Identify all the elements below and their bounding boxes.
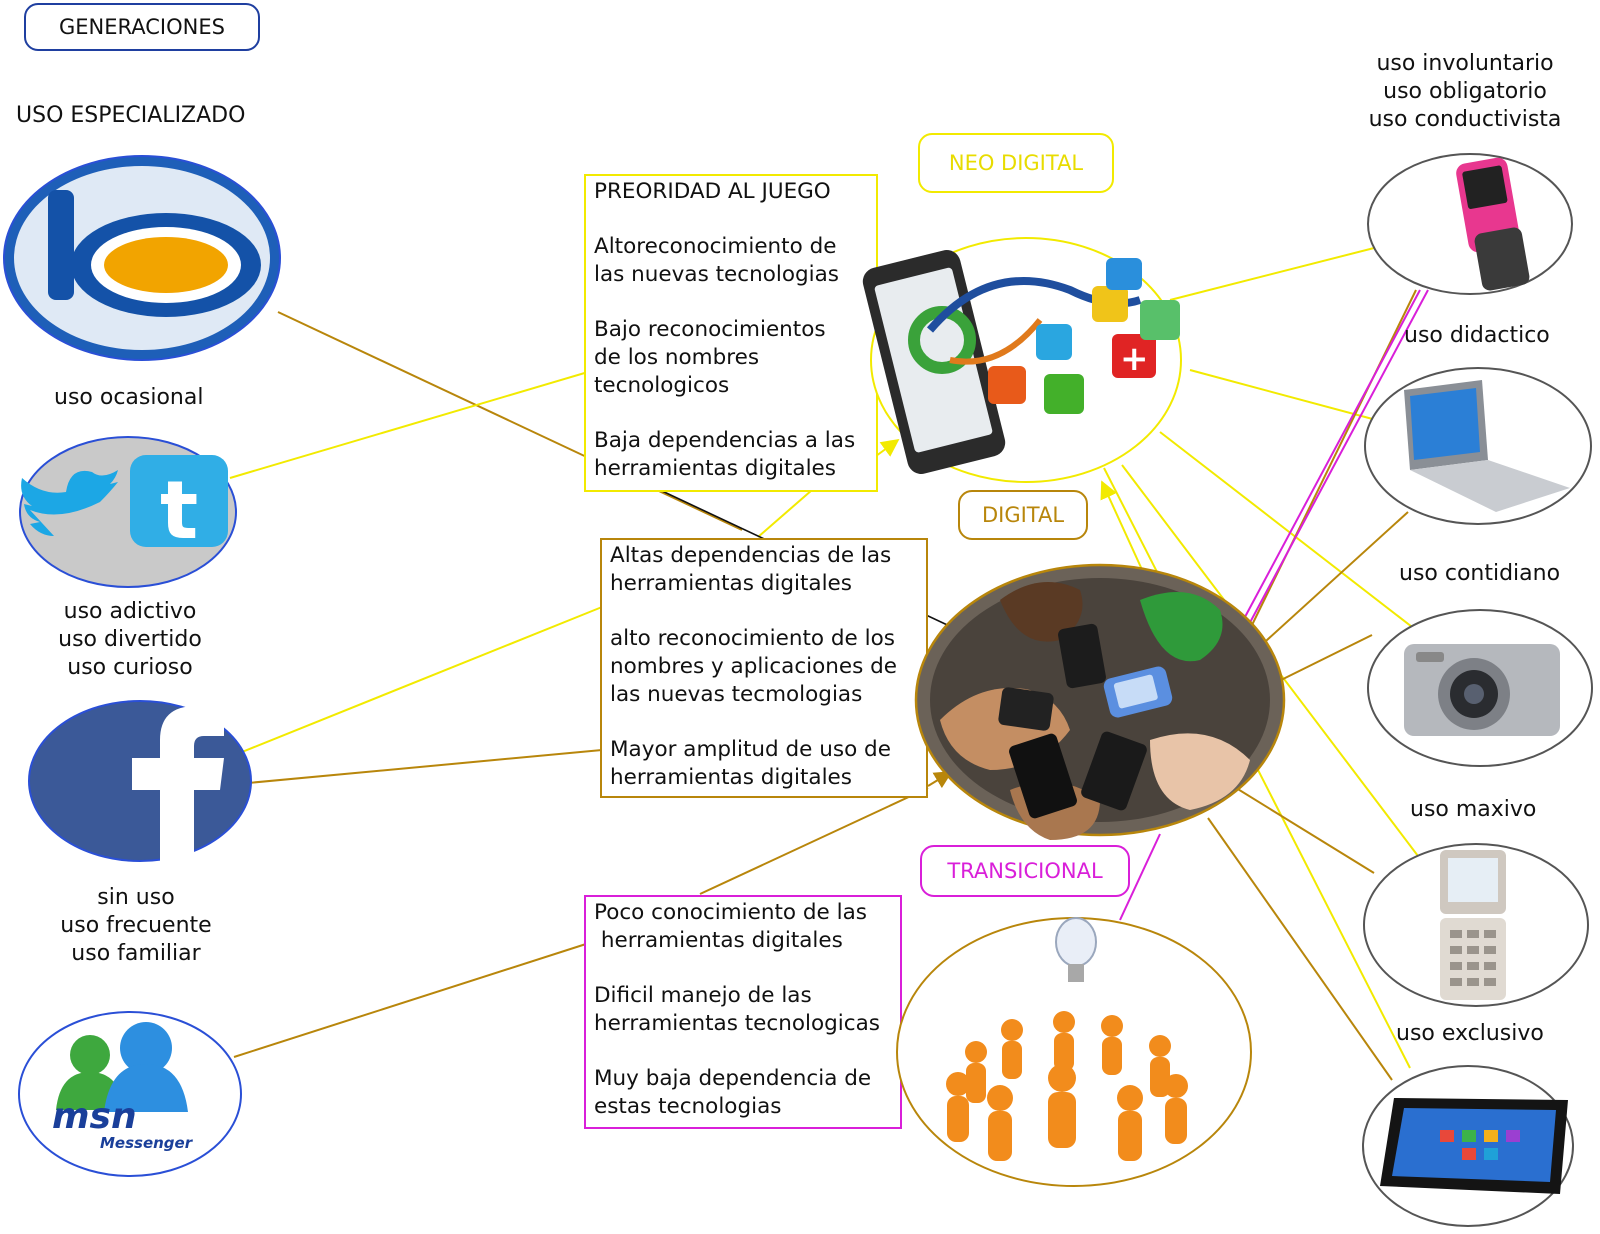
digital-camera-icon [1367,609,1593,767]
neo-item-2: Altoreconocimiento de las nuevas tecnolo… [594,234,839,287]
neo-digital-label: NEO DIGITAL [918,133,1114,193]
digital-item-2: alto reconocimiento de los nombres y apl… [610,626,898,707]
label-curioso: uso curioso [67,655,193,680]
trans-item-2: Dificil manejo de las herramientas tecno… [594,983,880,1036]
digital-item-3: Mayor amplitud de uso de herramientas di… [610,737,891,790]
svg-text:msn: msn [52,1096,137,1137]
link-neo-pink [1169,246,1379,301]
link-trans-to-digital [699,787,929,895]
left-label-ocasional: uso ocasional [54,385,204,410]
link-bing-neo [277,311,743,531]
digital-box: Altas dependencias de las herramientas d… [600,538,928,798]
hands-with-phones-icon [914,563,1286,840]
label-sin-uso: sin uso [97,885,175,910]
people-circle-lightbulb-icon [896,917,1252,1187]
digital-label: DIGITAL [958,490,1088,540]
right-label-group-0: uso involuntario uso obligatorio uso con… [1350,50,1580,134]
bing-logo-icon [3,155,281,361]
diagram-title: GENERACIONES [24,3,260,51]
link-neo-laptop [1189,369,1381,422]
label-conductivista: uso conductivista [1368,107,1562,132]
flip-phone-icon [1363,843,1589,1007]
link-neo-camera [1159,431,1417,631]
link-msn-trans [233,943,587,1058]
link-dig-laptop [1255,511,1409,651]
label-involuntario: uso involuntario [1376,51,1554,76]
left-label-group-2: uso adictivo uso divertido uso curioso [40,598,220,682]
trans-item-1: Poco conocimiento de las herramientas di… [594,900,867,953]
neo-item-4: Baja dependencias a las herramientas dig… [594,428,856,481]
right-label-exclusivo: uso exclusivo [1396,1021,1544,1046]
label-frecuente: uso frecuente [60,913,212,938]
label-obligatorio: uso obligatorio [1383,79,1547,104]
link-dig-camera [1274,634,1373,684]
right-label-didactico: uso didactico [1404,323,1550,348]
label-familiar: uso familiar [71,941,201,966]
left-header: USO ESPECIALIZADO [16,103,246,128]
link-facebook-digital-y [241,606,603,753]
link-dig-flip [1227,782,1375,874]
svg-text:+: + [1120,339,1149,379]
link-neo-box-hub [875,438,900,457]
svg-text:t: t [160,464,198,557]
right-label-cotidiano: uso contidiano [1399,561,1561,586]
laptop-icon [1364,367,1592,525]
neo-item-1: PREORIDAD AL JUEGO [594,179,831,204]
link-mag-pink-2 [1245,289,1429,631]
label-divertido: uso divertido [58,627,202,652]
tablet-icon [1362,1065,1574,1227]
link-mag-pink-1 [1237,289,1421,631]
digital-item-1: Altas dependencias de las herramientas d… [610,543,892,596]
social-apps-phone-icon: + [862,237,1182,483]
trans-item-3: Muy baja dependencia de estas tecnologia… [594,1066,872,1119]
left-label-group-3: sin uso uso frecuente uso familiar [46,884,226,968]
svg-text:Messenger: Messenger [100,1134,194,1152]
link-facebook-digital-g [247,749,603,784]
neo-item-3: Bajo reconocimientos de los nombres tecn… [594,317,826,398]
pink-slider-phone-icon [1367,153,1573,295]
link-trans-magenta [1119,833,1161,921]
transicional-box: Poco conocimiento de las herramientas di… [584,895,902,1129]
link-dig-tablet [1207,817,1393,1081]
link-twitter-neo [229,371,589,479]
transicional-label: TRANSICIONAL [920,845,1130,897]
right-label-maxivo: uso maxivo [1410,797,1537,822]
link-neo-to-digital [757,489,813,538]
twitter-logo-icon: t [19,436,237,588]
neo-digital-box: PREORIDAD AL JUEGO Altoreconocimiento de… [584,174,878,492]
msn-messenger-icon: msn Messenger [18,1011,242,1177]
label-adictivo: uso adictivo [63,599,197,624]
facebook-logo-icon [28,700,252,870]
